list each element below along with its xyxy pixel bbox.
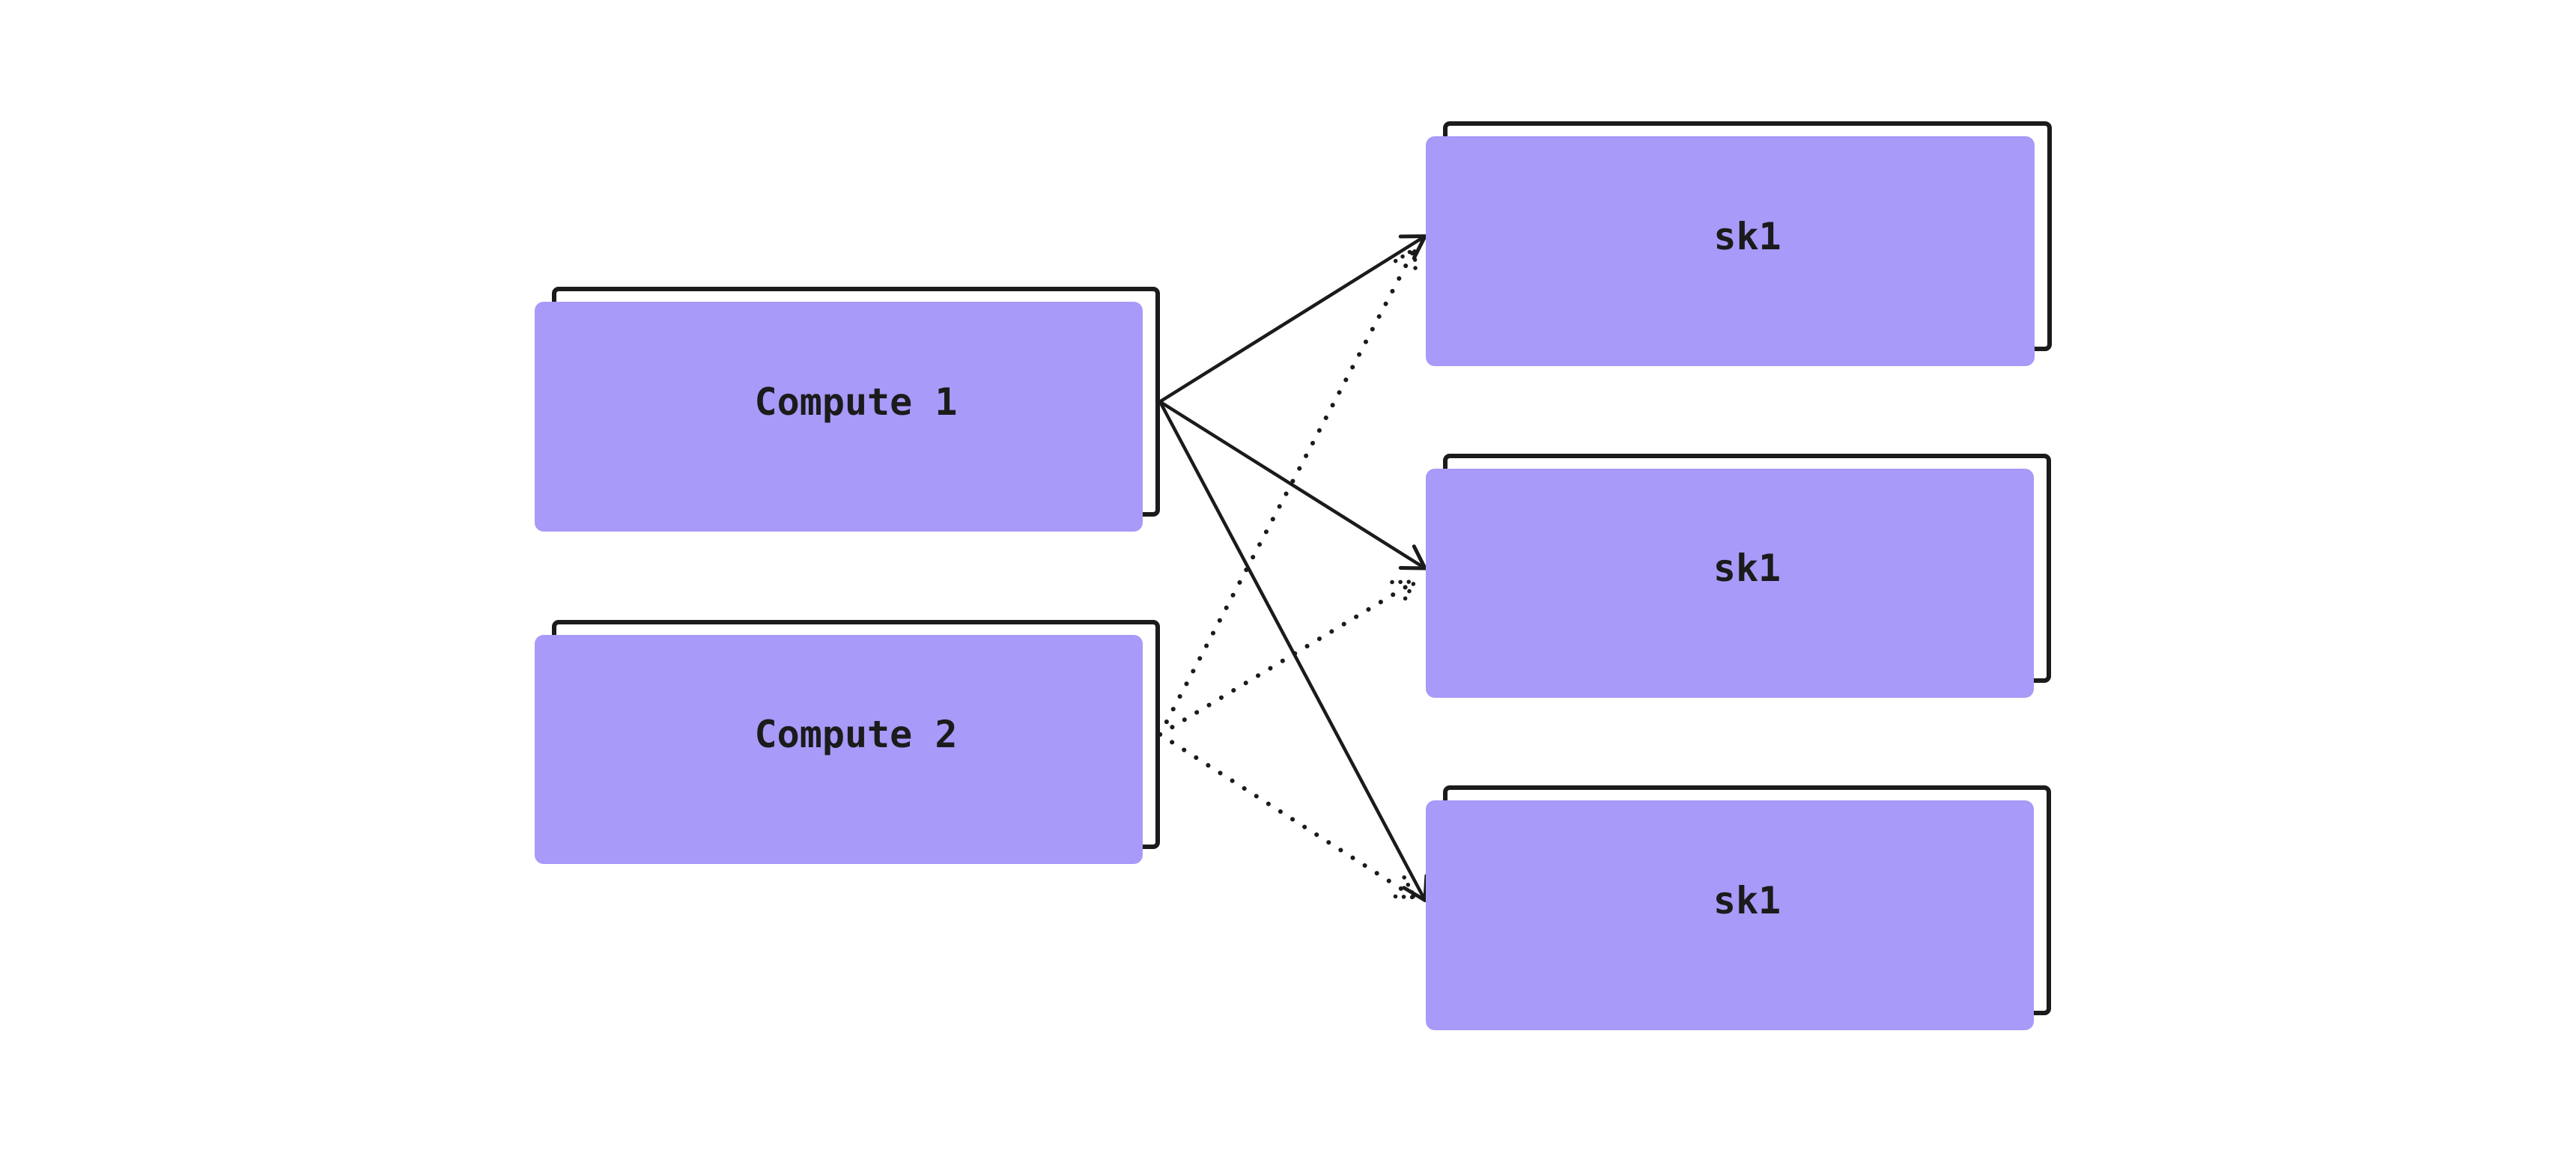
node-compute-2-label: Compute 2 bbox=[754, 713, 958, 756]
edge-compute-1-to-sk1-b bbox=[1158, 400, 1427, 571]
node-sk1-bottom-label: sk1 bbox=[1713, 878, 1781, 922]
node-sk1-middle-label: sk1 bbox=[1713, 547, 1781, 590]
node-compute-2: Compute 2 bbox=[535, 620, 1160, 864]
node-compute-1-label: Compute 1 bbox=[754, 380, 958, 424]
node-sk1-top: sk1 bbox=[1426, 121, 2052, 366]
edge-compute-2-to-sk1-c bbox=[1158, 732, 1415, 898]
node-compute-1: Compute 1 bbox=[535, 287, 1160, 532]
node-sk1-bottom: sk1 bbox=[1426, 785, 2051, 1030]
node-sk1-middle: sk1 bbox=[1426, 454, 2051, 698]
node-sk1-top-label: sk1 bbox=[1713, 214, 1781, 258]
edge-compute-1-to-sk1-c bbox=[1158, 400, 1429, 902]
edge-compute-2-to-sk1-a bbox=[1158, 249, 1415, 737]
edge-compute-1-to-sk1-a bbox=[1158, 234, 1427, 404]
